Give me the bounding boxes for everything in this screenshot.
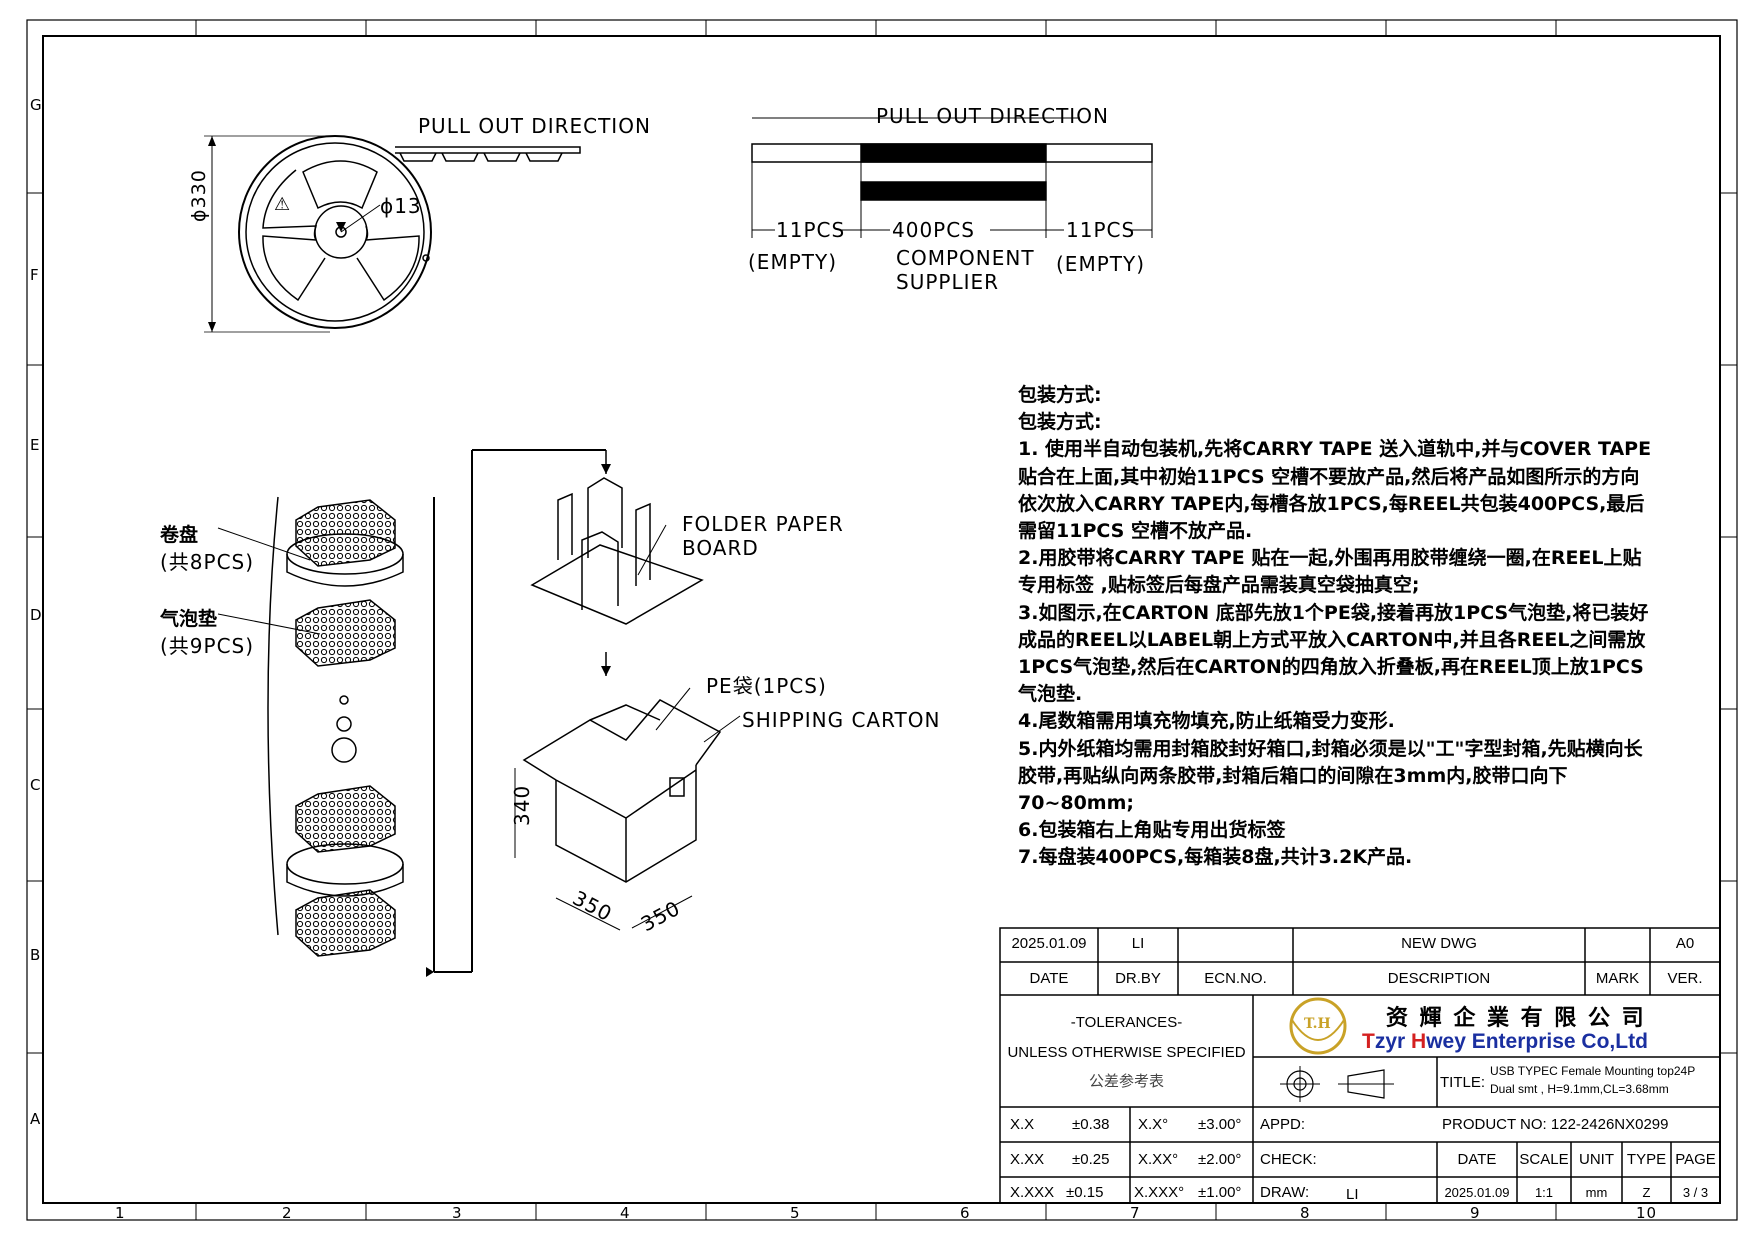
rev-header-drawn-by: DR.BY xyxy=(1115,970,1161,987)
tolerances-cn: 公差参考表 xyxy=(1088,1073,1164,1090)
rev-header-ecn: ECN.NO. xyxy=(1204,970,1267,987)
meta-header-scale: SCALE xyxy=(1519,1151,1569,1168)
notes-heading-2: 包装方式: xyxy=(1018,411,1102,434)
grid-col-4: 4 xyxy=(620,1204,631,1222)
meta-header-type: TYPE xyxy=(1626,1151,1667,1168)
tape-pull-out-label: PULL OUT DIRECTION xyxy=(876,104,1109,128)
bubble-pad-label: 气泡垫 xyxy=(160,608,218,630)
pe-bag-label: PE袋(1PCS) xyxy=(706,674,827,698)
approved-label: APPD: xyxy=(1260,1116,1306,1133)
meta-header-date: DATE xyxy=(1457,1151,1497,1168)
tolerances-title: -TOLERANCES- xyxy=(1070,1014,1183,1031)
meta-unit: mm xyxy=(1585,1185,1608,1200)
rev-drawn-by: LI xyxy=(1131,935,1145,952)
hub-diameter-label: ϕ13 xyxy=(380,194,422,218)
grid-col-5: 5 xyxy=(790,1204,801,1222)
grid-col-3: 3 xyxy=(452,1204,463,1222)
reel-diameter-label: ϕ330 xyxy=(188,169,210,222)
notes-heading-1: 包装方式: xyxy=(1018,384,1102,406)
grid-col-7: 7 xyxy=(1130,1204,1141,1222)
grid-col-1: 1 xyxy=(115,1204,126,1222)
grid-col-10: 10 xyxy=(1636,1204,1658,1222)
company-en-zyr: zyr xyxy=(1374,1030,1412,1053)
tol-angle-3: X.XXX° xyxy=(1134,1184,1185,1201)
notes-line: 3.如图示,在CARTON 底部先放1个PE袋,接着再放1PCS气泡垫,将已装好… xyxy=(1018,601,1649,706)
rev-header-mark: MARK xyxy=(1595,970,1640,987)
grid-row-e: E xyxy=(30,436,41,454)
carton-height-dim: 340 xyxy=(510,784,534,826)
meta-date: 2025.01.09 xyxy=(1444,1185,1510,1200)
check-label: CHECK: xyxy=(1260,1151,1317,1168)
tol-linear-2: X.XX xyxy=(1010,1151,1045,1168)
grid-row-g: G xyxy=(30,96,43,114)
tape-right-note: (EMPTY) xyxy=(1056,252,1145,276)
notes-line: 5.内外纸箱均需用封箱胶封好箱口,封箱必须是以"工"字型封箱,先贴横向长胶带,再… xyxy=(1018,737,1643,815)
grid-row-b: B xyxy=(30,946,42,964)
product-number: PRODUCT NO: 122-2426NX0299 xyxy=(1442,1116,1669,1133)
company-en-h: H xyxy=(1411,1030,1427,1053)
grid-col-2: 2 xyxy=(282,1204,293,1222)
tol-linear-1: X.X xyxy=(1010,1116,1035,1133)
rev-description: NEW DWG xyxy=(1401,935,1477,952)
bubble-pad-qty: (共9PCS) xyxy=(160,634,255,658)
grid-row-c: C xyxy=(30,776,42,794)
rev-date: 2025.01.09 xyxy=(1011,935,1087,952)
tol-angle-val-2: ±2.00° xyxy=(1198,1151,1242,1168)
meta-header-page: PAGE xyxy=(1675,1151,1716,1168)
shipping-carton-label: SHIPPING CARTON xyxy=(742,708,941,732)
warning-icon: ⚠ xyxy=(274,194,291,215)
tol-linear-3: X.XXX xyxy=(1010,1184,1055,1201)
notes-line: 4.尾数箱需用填充物填充,防止纸箱受力变形. xyxy=(1018,710,1395,733)
meta-type: Z xyxy=(1642,1185,1651,1200)
reel-stack-qty: (共8PCS) xyxy=(160,550,255,574)
title-line-1: USB TYPEC Female Mounting top24P xyxy=(1490,1064,1696,1078)
rev-header-version: VER. xyxy=(1667,970,1703,987)
tape-center-count: 400PCS xyxy=(892,218,975,242)
tape-center-note-1: COMPONENT xyxy=(896,246,1035,270)
meta-scale: 1:1 xyxy=(1534,1185,1554,1200)
rev-header-description: DESCRIPTION xyxy=(1387,970,1491,987)
tape-left-note: (EMPTY) xyxy=(748,250,837,274)
folder-label-1: FOLDER PAPER xyxy=(682,512,844,536)
notes-line: 7.每盘装400PCS,每箱装8盘,共计3.2K产品. xyxy=(1018,846,1413,869)
meta-page: 3 / 3 xyxy=(1682,1185,1709,1200)
title-label: TITLE: xyxy=(1440,1074,1486,1091)
grid-col-9: 9 xyxy=(1470,1204,1481,1222)
tape-left-count: 11PCS xyxy=(776,218,846,242)
title-line-2: Dual smt , H=9.1mm,CL=3.68mm xyxy=(1490,1082,1669,1096)
tol-angle-2: X.XX° xyxy=(1138,1151,1179,1168)
meta-header-unit: UNIT xyxy=(1579,1151,1614,1168)
tol-linear-val-3: ±0.15 xyxy=(1066,1184,1104,1201)
tol-angle-val-3: ±1.00° xyxy=(1198,1184,1242,1201)
company-name-en: Tzyr Hwey Enterprise Co,Ltd xyxy=(1362,1030,1648,1054)
tape-right-count: 11PCS xyxy=(1066,218,1136,242)
tol-linear-val-1: ±0.38 xyxy=(1072,1116,1110,1133)
rev-header-date: DATE xyxy=(1029,970,1069,987)
company-name-cn: 资 輝 企 業 有 限 公 司 xyxy=(1386,1006,1646,1031)
notes-line: 2.用胶带将CARRY TAPE 贴在一起,外围再用胶带缠绕一圈,在REEL上贴… xyxy=(1018,547,1642,597)
reel-stack-label: 卷盘 xyxy=(160,524,199,546)
tol-angle-val-1: ±3.00° xyxy=(1198,1116,1242,1133)
grid-col-8: 8 xyxy=(1300,1204,1311,1222)
folder-label-2: BOARD xyxy=(682,536,759,560)
rev-version: A0 xyxy=(1675,935,1695,952)
company-en-rest: wey Enterprise Co,Ltd xyxy=(1426,1030,1648,1053)
grid-row-a: A xyxy=(30,1110,42,1128)
company-logo: T.H xyxy=(1304,1016,1331,1032)
grid-col-6: 6 xyxy=(960,1204,971,1222)
tape-center-note-2: SUPPLIER xyxy=(896,270,1000,294)
grid-row-d: D xyxy=(30,606,43,624)
grid-row-f: F xyxy=(30,266,40,284)
packaging-notes: 包装方式: 包装方式: 1. 使用半自动包装机,先将CARRY TAPE 送入道… xyxy=(1018,382,1658,872)
notes-line: 6.包装箱右上角贴专用出货标签 xyxy=(1018,819,1286,842)
reel-pull-out-label: PULL OUT DIRECTION xyxy=(418,114,651,138)
draw-value: LI xyxy=(1346,1186,1359,1203)
tol-linear-val-2: ±0.25 xyxy=(1072,1151,1110,1168)
company-en-t: T xyxy=(1362,1030,1375,1053)
notes-line: 1. 使用半自动包装机,先将CARRY TAPE 送入道轨中,并与COVER T… xyxy=(1018,438,1652,543)
draw-label: DRAW: xyxy=(1260,1184,1310,1201)
tolerances-subtitle: UNLESS OTHERWISE SPECIFIED xyxy=(1007,1044,1246,1061)
tol-angle-1: X.X° xyxy=(1138,1116,1169,1133)
